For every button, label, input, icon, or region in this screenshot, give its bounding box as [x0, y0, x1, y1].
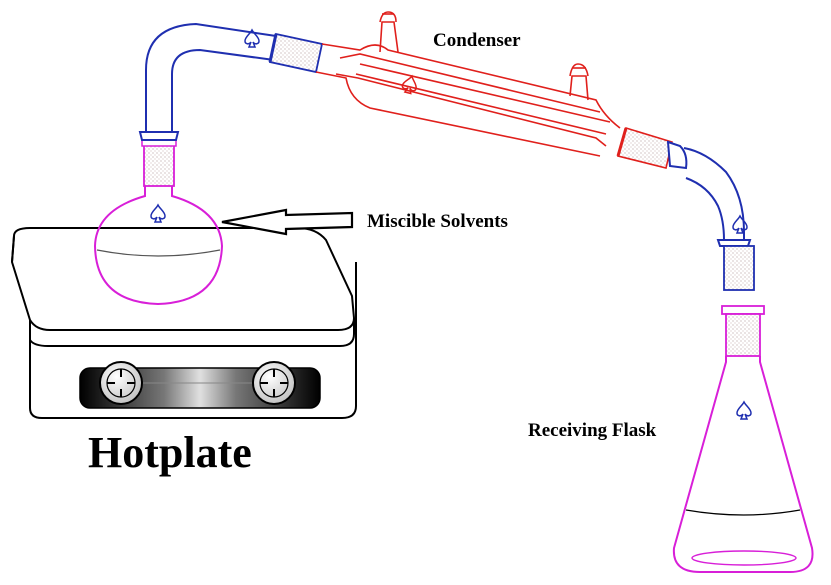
spade-icon [736, 401, 752, 420]
receiver-adapter [666, 140, 755, 291]
spade-icon [150, 204, 166, 223]
hotplate-base [29, 262, 357, 419]
arrow-icon [221, 208, 354, 236]
receiving-flask-label: Receiving Flask [528, 420, 657, 441]
spade-icon [732, 215, 748, 234]
hotplate [10, 227, 357, 419]
hotplate-label: Hotplate [88, 428, 252, 477]
receiving-flask [672, 305, 814, 573]
condenser [315, 11, 673, 169]
round-bottom-flask [93, 139, 224, 306]
spade-icon [401, 74, 417, 95]
knob-icon[interactable] [99, 361, 143, 405]
miscible-solvents-label: Miscible Solvents [367, 211, 508, 232]
solvent-level [96, 249, 221, 257]
knob-icon[interactable] [252, 361, 296, 405]
condenser-label: Condenser [433, 30, 521, 51]
distillate-level [685, 509, 801, 516]
still-head-adapter [138, 22, 324, 141]
